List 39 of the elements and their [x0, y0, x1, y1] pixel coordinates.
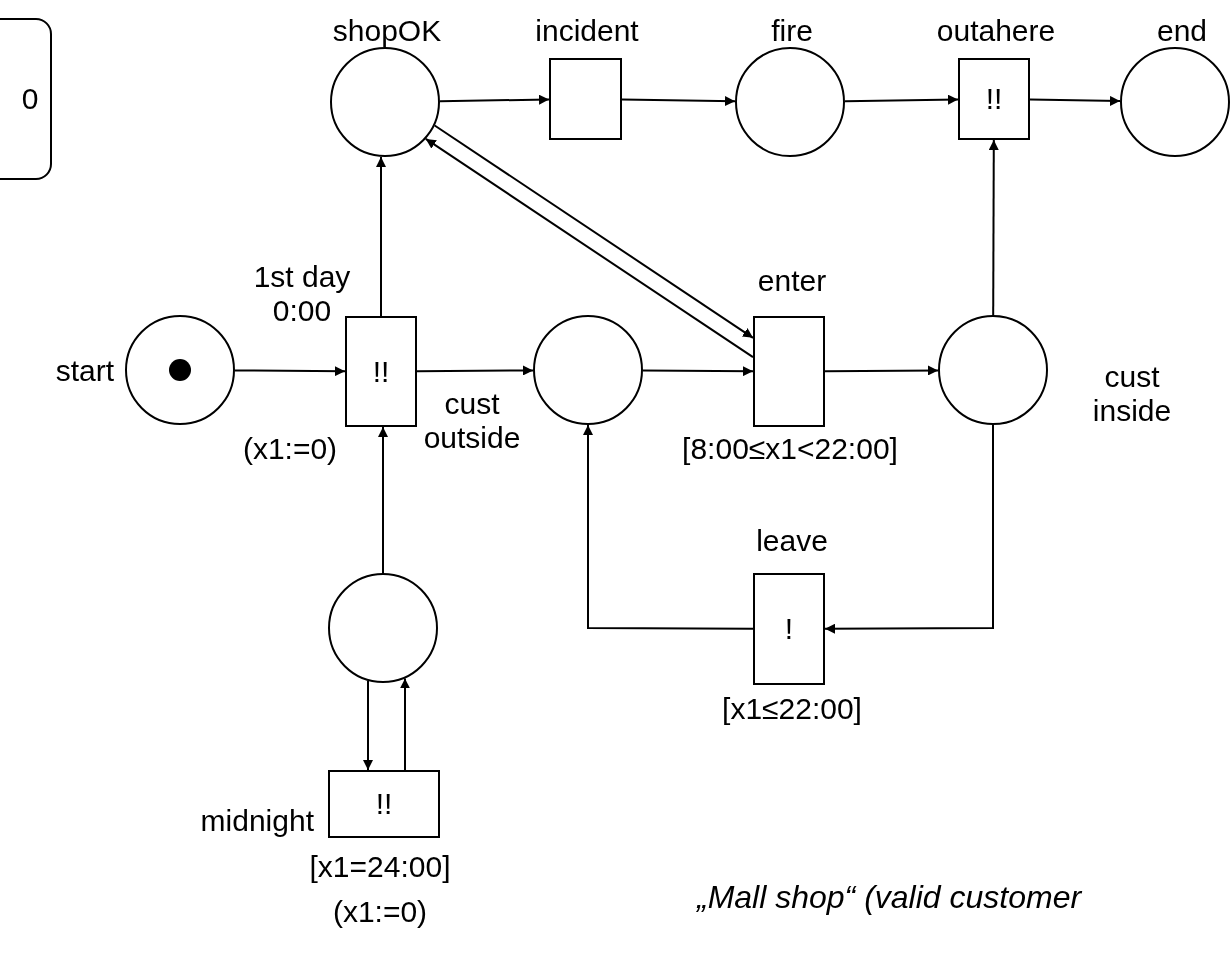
arc-arrow	[844, 94, 959, 105]
transition-mark: !!	[371, 354, 391, 389]
arc-arrow	[621, 96, 736, 107]
arc-arrow	[378, 426, 388, 574]
node-label: cust outside	[422, 387, 522, 455]
arc-arrow	[1029, 95, 1121, 106]
arc-arrow	[424, 137, 754, 359]
arc-arrow	[234, 366, 346, 377]
guard-label: [x1≤22:00]	[722, 692, 862, 726]
node-label: leave	[756, 524, 828, 558]
guard-label: (x1:=0)	[332, 895, 428, 929]
node-label: cust inside	[1091, 360, 1173, 428]
node-label: incident	[535, 14, 639, 48]
transition-mark: 0	[20, 82, 40, 116]
node-label: start	[55, 354, 114, 388]
arc-arrow	[376, 155, 386, 317]
arc-arrow	[824, 424, 994, 634]
transition-mark: !!	[984, 82, 1004, 116]
guard-label: (x1:=0)	[242, 432, 338, 466]
guard-label: [8:00≤x1<22:00]	[682, 432, 898, 466]
arc-arrow	[416, 365, 534, 376]
caption: „Mall shop“ (valid customer	[697, 880, 1082, 914]
transition-mark: !	[783, 612, 795, 646]
arc-arrow	[439, 94, 550, 105]
arc-arrow	[824, 365, 939, 376]
arc-arrow	[642, 366, 754, 377]
node-label: fire	[771, 14, 813, 48]
arc-arrow	[988, 139, 999, 316]
node-label: outahere	[936, 14, 1056, 48]
arc-arrow	[433, 124, 754, 339]
guard-label: [x1=24:00]	[309, 850, 451, 884]
guard-label: 1st day 0:00	[252, 260, 352, 328]
node-label: shopOK	[332, 14, 442, 48]
arc-arrow	[400, 677, 410, 771]
transition-mark: !!	[374, 787, 394, 821]
arc-arrow	[583, 424, 754, 630]
node-label: midnight	[200, 804, 314, 838]
node-label: enter	[757, 264, 827, 298]
node-label: end	[1156, 14, 1208, 48]
